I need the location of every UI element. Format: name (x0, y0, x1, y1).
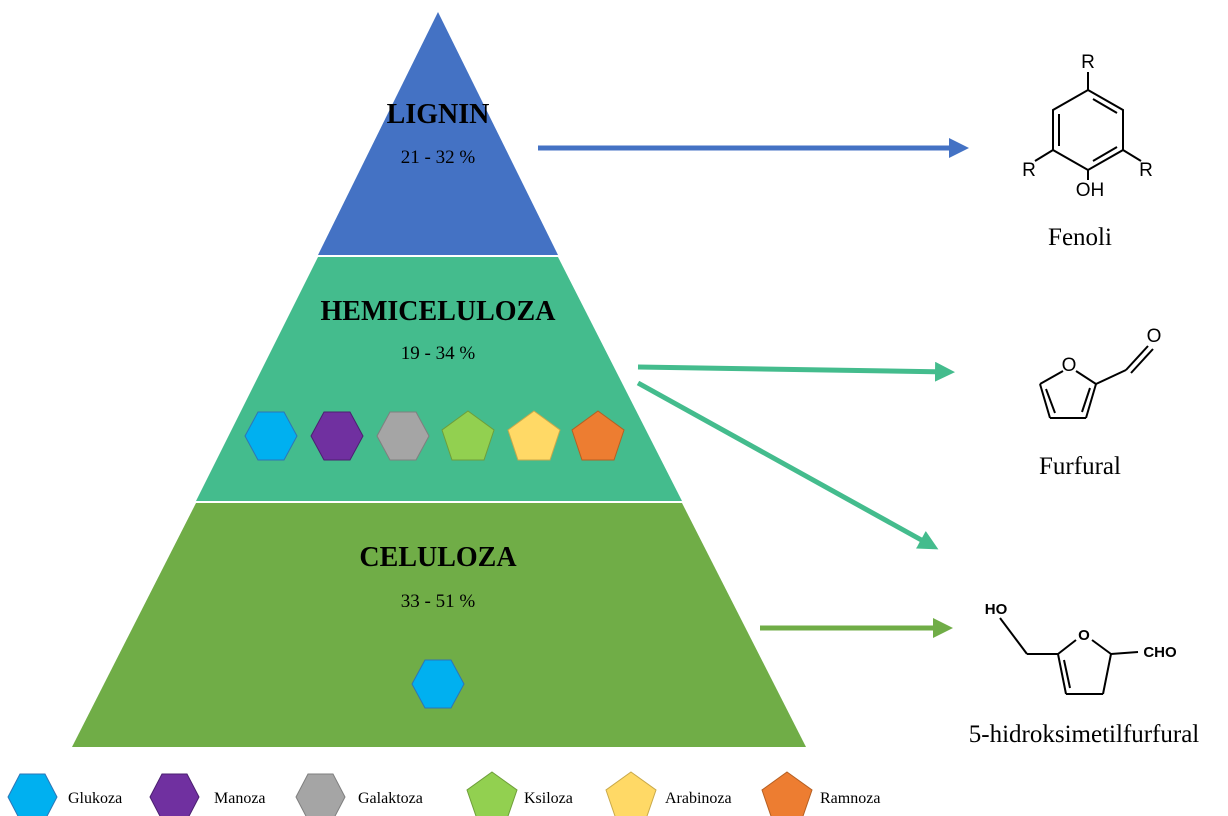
ksiloza-pentagon-icon (441, 410, 495, 461)
hemiceluloza-title: HEMICELULOZA (321, 296, 557, 327)
fenoli-r-left: R (1022, 160, 1036, 181)
fenoli-r-top: R (1081, 52, 1095, 73)
arabinoza-legend-icon (605, 771, 657, 816)
ksiloza-legend-icon (466, 771, 518, 816)
hemiceluloza-tier (196, 257, 682, 501)
furfural-carbonyl-o: O (1147, 326, 1162, 347)
fenoli-oh: OH (1076, 180, 1105, 201)
fenoli-r-right: R (1139, 160, 1153, 181)
pyramid: LIGNIN 21 - 32 % HEMICELULOZA 19 - 34 % … (72, 12, 806, 747)
hmf-structure: HO O CHO (985, 601, 1177, 695)
hmf-cho: CHO (1143, 644, 1177, 661)
glukoza-hexagon-icon (244, 411, 298, 461)
legend: Glukoza Manoza Galaktoza Ksiloza Arabino… (7, 771, 880, 816)
hmf-label: 5-hidroksimetilfurfural (969, 721, 1200, 748)
legend-label-galaktoza: Galaktoza (358, 790, 423, 807)
celuloza-tier (72, 503, 806, 747)
legend-label-manoza: Manoza (214, 790, 266, 807)
fenoli-label: Fenoli (1048, 224, 1112, 251)
fenoli-structure: R R R OH (1022, 52, 1153, 201)
legend-item-arabinoza: Arabinoza (605, 771, 732, 816)
furfural-label: Furfural (1039, 453, 1121, 480)
hmf-ring-o: O (1078, 627, 1090, 644)
legend-item-ramnoza: Ramnoza (761, 771, 880, 816)
legend-label-ramnoza: Ramnoza (820, 790, 880, 807)
celuloza-glukoza-hexagon-icon (411, 659, 465, 709)
legend-item-ksiloza: Ksiloza (466, 771, 573, 816)
lignin-percent: 21 - 32 % (401, 147, 476, 168)
arrow-hemiceluloza-furfural (637, 361, 955, 382)
glukoza-legend-icon (7, 773, 58, 816)
hemiceluloza-sugars (244, 410, 625, 461)
legend-item-glukoza: Glukoza (7, 773, 122, 816)
legend-label-arabinoza: Arabinoza (665, 790, 732, 807)
celuloza-percent: 33 - 51 % (401, 591, 476, 612)
ramnoza-legend-icon (761, 771, 813, 816)
ramnoza-pentagon-icon (571, 410, 625, 461)
galaktoza-legend-icon (295, 773, 346, 816)
legend-label-ksiloza: Ksiloza (524, 790, 573, 807)
lignin-title: LIGNIN (387, 99, 490, 130)
furfural-ring-o: O (1062, 355, 1077, 376)
legend-item-manoza: Manoza (149, 773, 266, 816)
hemiceluloza-percent: 19 - 34 % (401, 343, 476, 364)
manoza-legend-icon (149, 773, 200, 816)
celuloza-title: CELULOZA (359, 542, 517, 573)
furfural-structure: O O (1039, 326, 1162, 419)
legend-label-glukoza: Glukoza (68, 790, 122, 807)
arrow-hemiceluloza-hmf (636, 380, 939, 550)
legend-item-galaktoza: Galaktoza (295, 773, 423, 816)
galaktoza-hexagon-icon (376, 411, 430, 461)
lignin-tier (318, 12, 558, 255)
arrows (538, 138, 969, 638)
arabinoza-pentagon-icon (507, 410, 561, 461)
hmf-ho: HO (985, 601, 1008, 618)
manoza-hexagon-icon (310, 411, 364, 461)
